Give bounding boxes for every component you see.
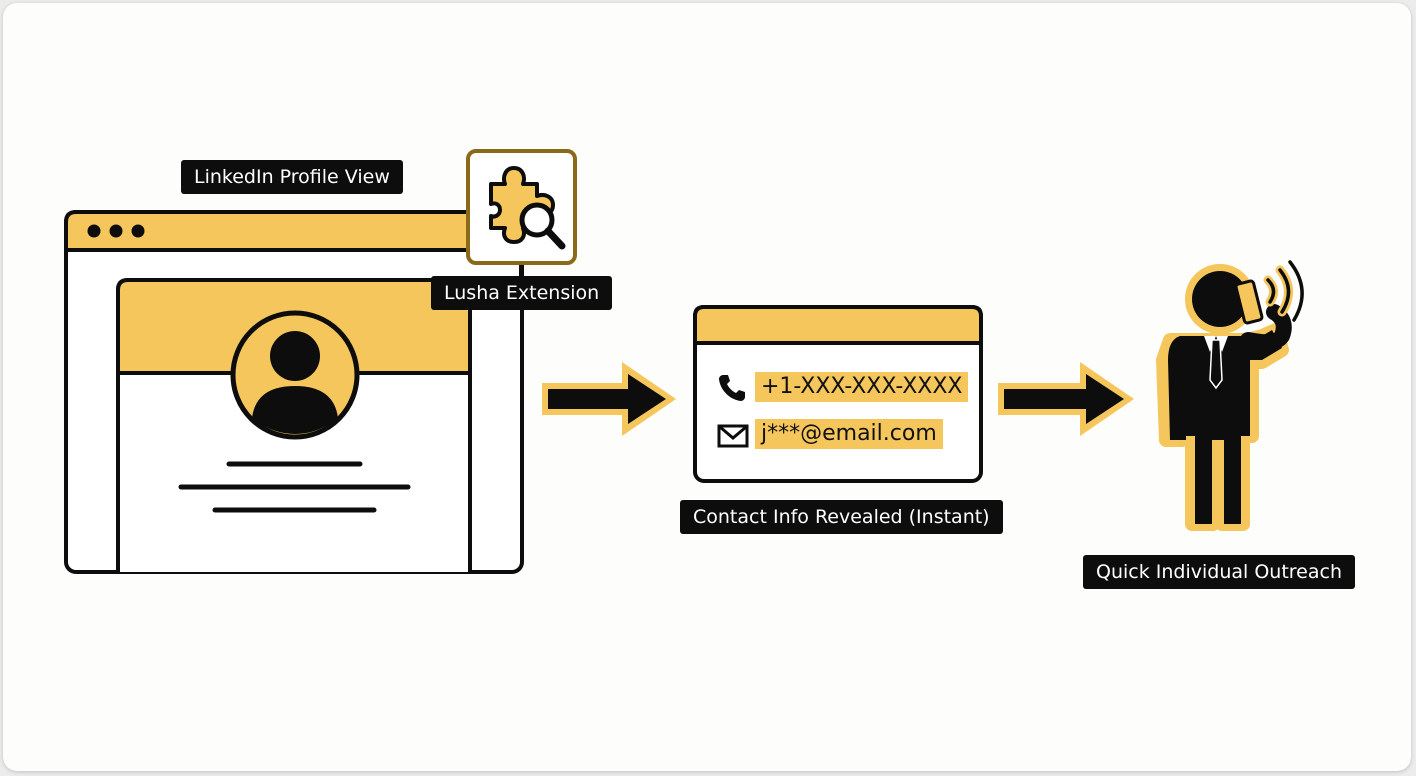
person-on-phone-icon <box>1156 260 1304 531</box>
email-value: j***@email.com <box>755 419 943 449</box>
phone-icon <box>719 375 745 401</box>
profile-avatar-icon <box>230 310 360 440</box>
profile-card <box>116 278 472 572</box>
extension-label: Lusha Extension <box>431 276 613 310</box>
right-arrow-icon <box>998 362 1134 436</box>
profile-text-lines <box>178 461 411 513</box>
profile-view-label: LinkedIn Profile View <box>181 160 403 194</box>
outreach-label: Quick Individual Outreach <box>1083 555 1355 589</box>
extension-badge[interactable] <box>466 149 577 285</box>
contact-card-header <box>693 305 983 345</box>
puzzle-magnifier-icon <box>489 166 566 250</box>
window-dots-icon <box>87 224 145 238</box>
contact-revealed-label: Contact Info Revealed (Instant) <box>680 500 1003 534</box>
right-arrow-icon <box>542 362 676 436</box>
envelope-icon <box>717 424 749 448</box>
phone-value: +1-XXX-XXX-XXXX <box>755 372 969 402</box>
